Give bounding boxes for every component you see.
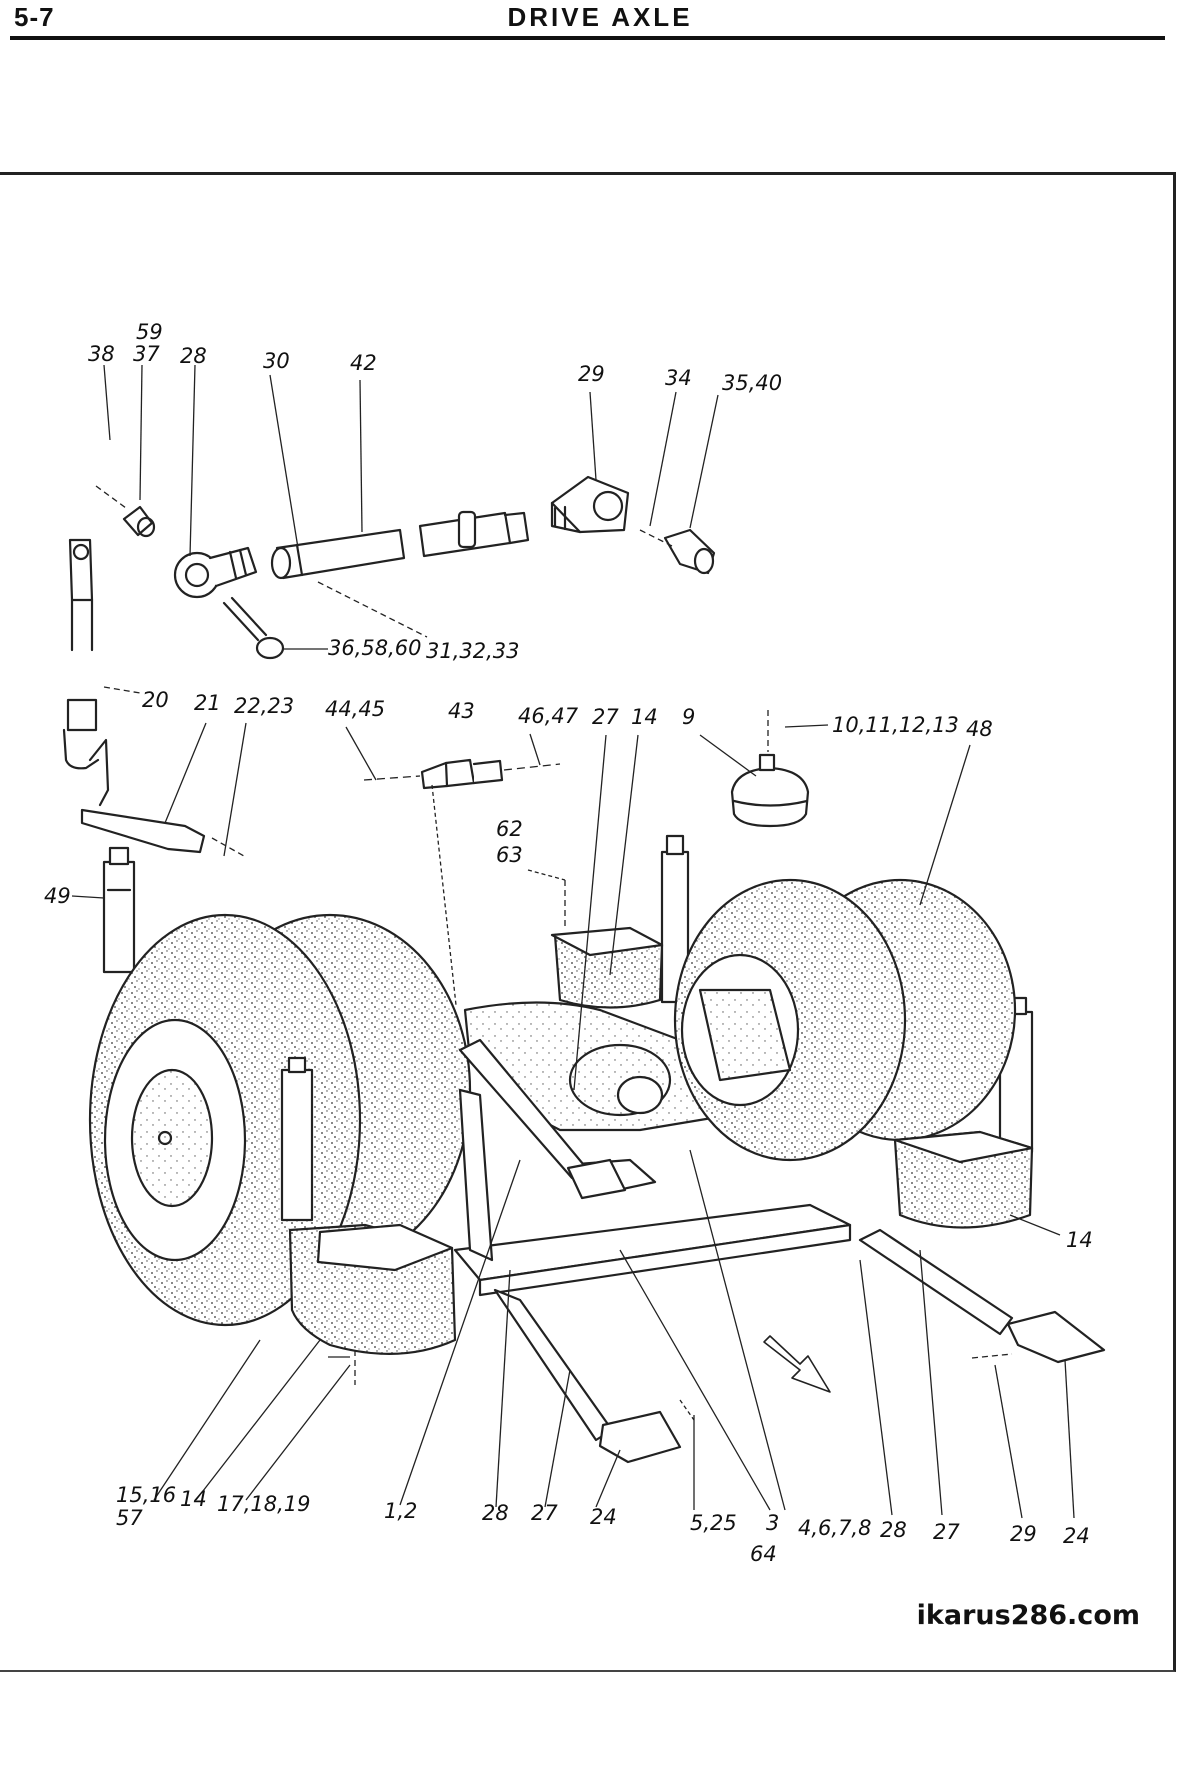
stud-43-part bbox=[420, 758, 504, 790]
ball-joint-part-right bbox=[550, 475, 630, 534]
figure-frame bbox=[0, 172, 1176, 1672]
callout-label: 64 bbox=[750, 1542, 777, 1566]
center-air-spring bbox=[550, 926, 664, 1009]
callout-label: 48 bbox=[966, 717, 993, 741]
lower-reaction-rod-left bbox=[493, 1288, 682, 1464]
callout-label: 57 bbox=[116, 1506, 143, 1530]
callout-label: 36,58,60 bbox=[328, 636, 422, 660]
callout-label: 14 bbox=[180, 1487, 207, 1511]
level-valve-linkage-part bbox=[62, 538, 206, 854]
callout-label: 28 bbox=[880, 1518, 907, 1542]
callout-label: 31,32,33 bbox=[426, 639, 520, 663]
left-air-spring bbox=[288, 1223, 457, 1355]
callout-label: 59 bbox=[136, 320, 163, 344]
callout-label: 24 bbox=[590, 1505, 617, 1529]
ball-joint-part bbox=[173, 546, 258, 599]
header-rule bbox=[10, 36, 1165, 40]
page-title: DRIVE AXLE bbox=[507, 2, 693, 32]
callout-label: 24 bbox=[1063, 1524, 1090, 1548]
callout-label: 29 bbox=[578, 362, 605, 386]
right-wheel-assembly bbox=[673, 878, 1017, 1162]
callout-label: 35,40 bbox=[722, 371, 782, 395]
right-air-spring bbox=[893, 1130, 1034, 1229]
callouts: 59 38 37 28 30 42 29 34 35,40 36,58,60 3… bbox=[44, 320, 1093, 1566]
watermark: ikarus286.com bbox=[916, 1600, 1140, 1631]
callout-label: 1,2 bbox=[384, 1499, 417, 1523]
reaction-rod-tube-part bbox=[270, 510, 530, 580]
callout-label: 21 bbox=[194, 691, 221, 715]
left-front-shock bbox=[280, 1056, 314, 1222]
bolt-part bbox=[222, 596, 285, 660]
callout-label: 15,16 bbox=[116, 1483, 176, 1507]
callout-label: 20 bbox=[142, 688, 169, 712]
callout-label: 9 bbox=[682, 705, 695, 729]
callout-label: 14 bbox=[631, 705, 658, 729]
callout-label: 10,11,12,13 bbox=[832, 713, 959, 737]
leader-lines bbox=[71, 364, 1075, 1519]
direction-arrow bbox=[763, 1335, 831, 1393]
stud-part bbox=[663, 528, 716, 575]
left-wheel-assembly bbox=[88, 913, 472, 1327]
callout-label: 30 bbox=[263, 349, 290, 373]
callout-label: 43 bbox=[448, 699, 475, 723]
callout-label: 3 bbox=[766, 1511, 779, 1535]
upper-reaction-rod bbox=[458, 1038, 627, 1200]
callout-label: 34 bbox=[665, 366, 692, 390]
callout-label: 27 bbox=[531, 1501, 558, 1525]
callout-label: 4,6,7,8 bbox=[798, 1516, 871, 1540]
callout-label: 37 bbox=[133, 342, 160, 366]
callout-label: 46,47 bbox=[518, 704, 579, 728]
callout-label: 49 bbox=[44, 884, 71, 908]
callout-label: 14 bbox=[1066, 1228, 1093, 1252]
page-number: 5-7 bbox=[14, 2, 55, 32]
callout-label: 29 bbox=[1010, 1522, 1037, 1546]
shock-absorber-part bbox=[102, 846, 136, 974]
callout-label: 27 bbox=[592, 705, 619, 729]
callout-label: 42 bbox=[350, 351, 377, 375]
callout-label: 63 bbox=[496, 843, 523, 867]
callout-label: 28 bbox=[180, 344, 207, 368]
bump-stop-part bbox=[730, 753, 810, 828]
nut-part bbox=[122, 505, 156, 538]
callout-label: 22,23 bbox=[234, 694, 294, 718]
lower-reaction-rod-right bbox=[858, 1228, 1106, 1364]
callout-label: 17,18,19 bbox=[217, 1492, 311, 1516]
callout-label: 62 bbox=[496, 817, 523, 841]
callout-label: 27 bbox=[933, 1520, 960, 1544]
callout-label: 28 bbox=[482, 1501, 509, 1525]
callout-label: 44,45 bbox=[325, 697, 385, 721]
frame-member bbox=[453, 1088, 852, 1297]
callout-label: 5,25 bbox=[690, 1511, 737, 1535]
callout-label: 38 bbox=[88, 342, 115, 366]
